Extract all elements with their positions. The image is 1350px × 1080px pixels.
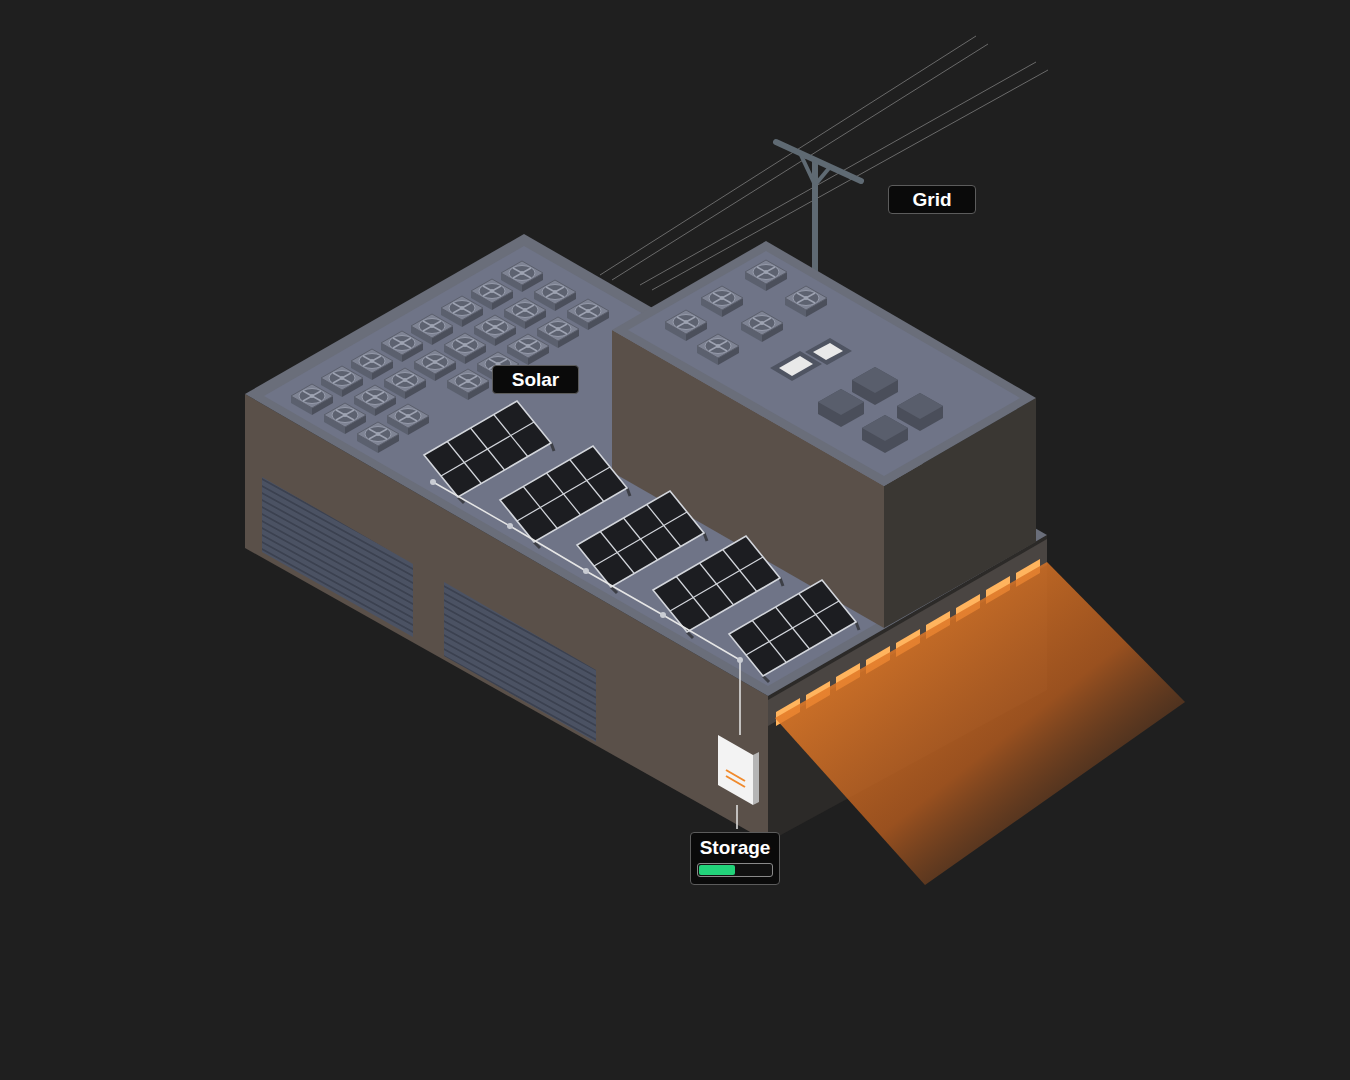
tall-block-fans	[665, 260, 827, 365]
power-lines	[600, 36, 1048, 290]
label-text: Solar	[505, 368, 566, 391]
tall-block-roof-rim	[612, 241, 1036, 486]
charge-bar	[697, 863, 773, 877]
callout-label: Storage	[690, 832, 780, 885]
roof-units	[818, 367, 943, 453]
skylights	[770, 338, 852, 381]
tall-block-roof	[628, 251, 1020, 476]
garage-door	[262, 477, 413, 637]
label-text: Grid	[901, 188, 963, 211]
solar-panels	[424, 401, 859, 682]
charge-level	[699, 865, 735, 875]
roof-fans	[291, 261, 609, 453]
leader-line	[736, 805, 738, 829]
light-beam	[775, 562, 1185, 885]
label-text: Storage	[697, 836, 773, 859]
storage-unit	[718, 735, 759, 829]
callout-label: Solar	[492, 365, 579, 394]
solar-wiring	[430, 479, 743, 735]
roof-parapet	[245, 234, 1047, 696]
callout-label: Grid	[888, 185, 976, 214]
garage-door	[444, 582, 596, 742]
